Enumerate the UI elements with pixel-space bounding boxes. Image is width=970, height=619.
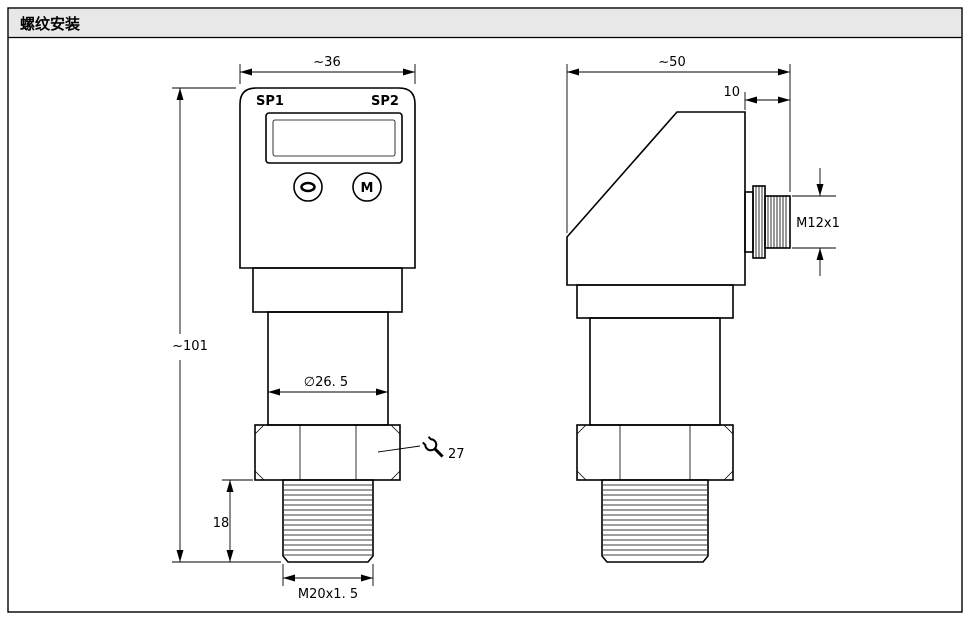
thread-hatch-front (284, 484, 372, 556)
mode-button (352, 172, 382, 202)
page-frame: 螺纹安装 (7, 7, 963, 613)
wrench-size-callout: 27 (377, 436, 465, 462)
dimension-connector-protrusion-10: 10 (723, 85, 790, 110)
dimension-width-50: ~50 (566, 55, 791, 233)
dim-text-m20: M20x1. 5 (298, 587, 358, 602)
lcd-display-inner (272, 119, 396, 157)
set-button-icon (300, 181, 316, 193)
dim-text-m12: M12x1 (796, 216, 840, 231)
dimension-width-36: ~36 (239, 55, 416, 84)
side-view: ~50 10 M12x1 (566, 55, 840, 563)
thread-outline-side (601, 479, 709, 563)
setpoint-label-sp1: SP1 (256, 94, 284, 109)
connector-thread-body (764, 195, 791, 249)
outer-border (7, 7, 963, 613)
dim-text-18: 18 (213, 516, 230, 531)
connector-knurl-lines (755, 186, 763, 258)
mode-button-label: M (361, 181, 374, 196)
dim-text-wrench-27: 27 (448, 447, 465, 462)
set-button (293, 172, 323, 202)
dimension-thread-spec: M20x1. 5 (282, 564, 374, 602)
dim-text-101: ~101 (172, 339, 208, 354)
dim-text-10: 10 (723, 85, 740, 100)
dimension-thread-length-18: 18 (213, 479, 253, 562)
header-band (9, 9, 961, 37)
setpoint-label-sp2: SP2 (371, 94, 399, 109)
sensor-head-outline (239, 87, 416, 269)
dimension-connector-thread: M12x1 (792, 168, 840, 276)
hex-chamfer-front (254, 424, 401, 481)
dim-text-36: ~36 (313, 55, 340, 70)
wrench-icon (422, 436, 444, 458)
m12-connector (744, 185, 791, 259)
page-title: 螺纹安装 (20, 15, 81, 33)
thread-hatch-side (603, 484, 707, 556)
front-view: SP1 SP2 M ~36 ~101 (172, 55, 465, 602)
hex-facet-lines-side (619, 425, 691, 480)
hex-facet-lines-front (299, 425, 357, 480)
dim-text-diameter: ∅26. 5 (304, 375, 348, 390)
dimension-height-101: ~101 (172, 87, 281, 563)
connector-thread-lines (767, 196, 787, 248)
dim-text-50: ~50 (658, 55, 685, 70)
dimension-neck-diameter: ∅26. 5 (268, 375, 388, 396)
hex-chamfer-side (576, 424, 734, 481)
lcd-display-outer (265, 112, 403, 164)
thread-outline-front (282, 479, 374, 563)
